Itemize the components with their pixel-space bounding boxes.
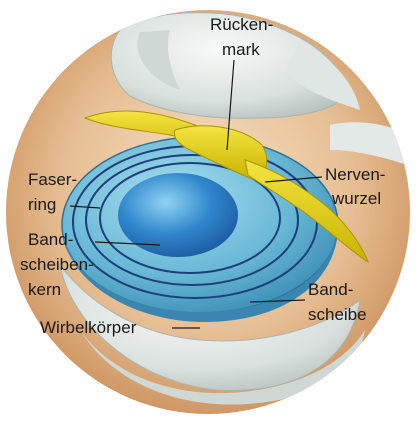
label-spinal-cord-2: mark <box>222 40 260 59</box>
label-annulus-1: Faser- <box>28 170 77 189</box>
label-nucleus-3: kern <box>28 280 61 299</box>
label-nucleus-1: Band- <box>28 230 73 249</box>
label-vertebral-body: Wirbelkörper <box>40 318 137 337</box>
label-disc-1: Band- <box>308 280 353 299</box>
label-nerve-root-2: wurzel <box>331 189 381 208</box>
label-nucleus-2: scheiben- <box>20 255 94 274</box>
label-nerve-root-1: Nerven- <box>325 165 385 184</box>
label-spinal-cord-1: Rücken- <box>210 15 273 34</box>
label-annulus-2: ring <box>28 195 56 214</box>
label-disc-2: scheibe <box>308 305 367 324</box>
